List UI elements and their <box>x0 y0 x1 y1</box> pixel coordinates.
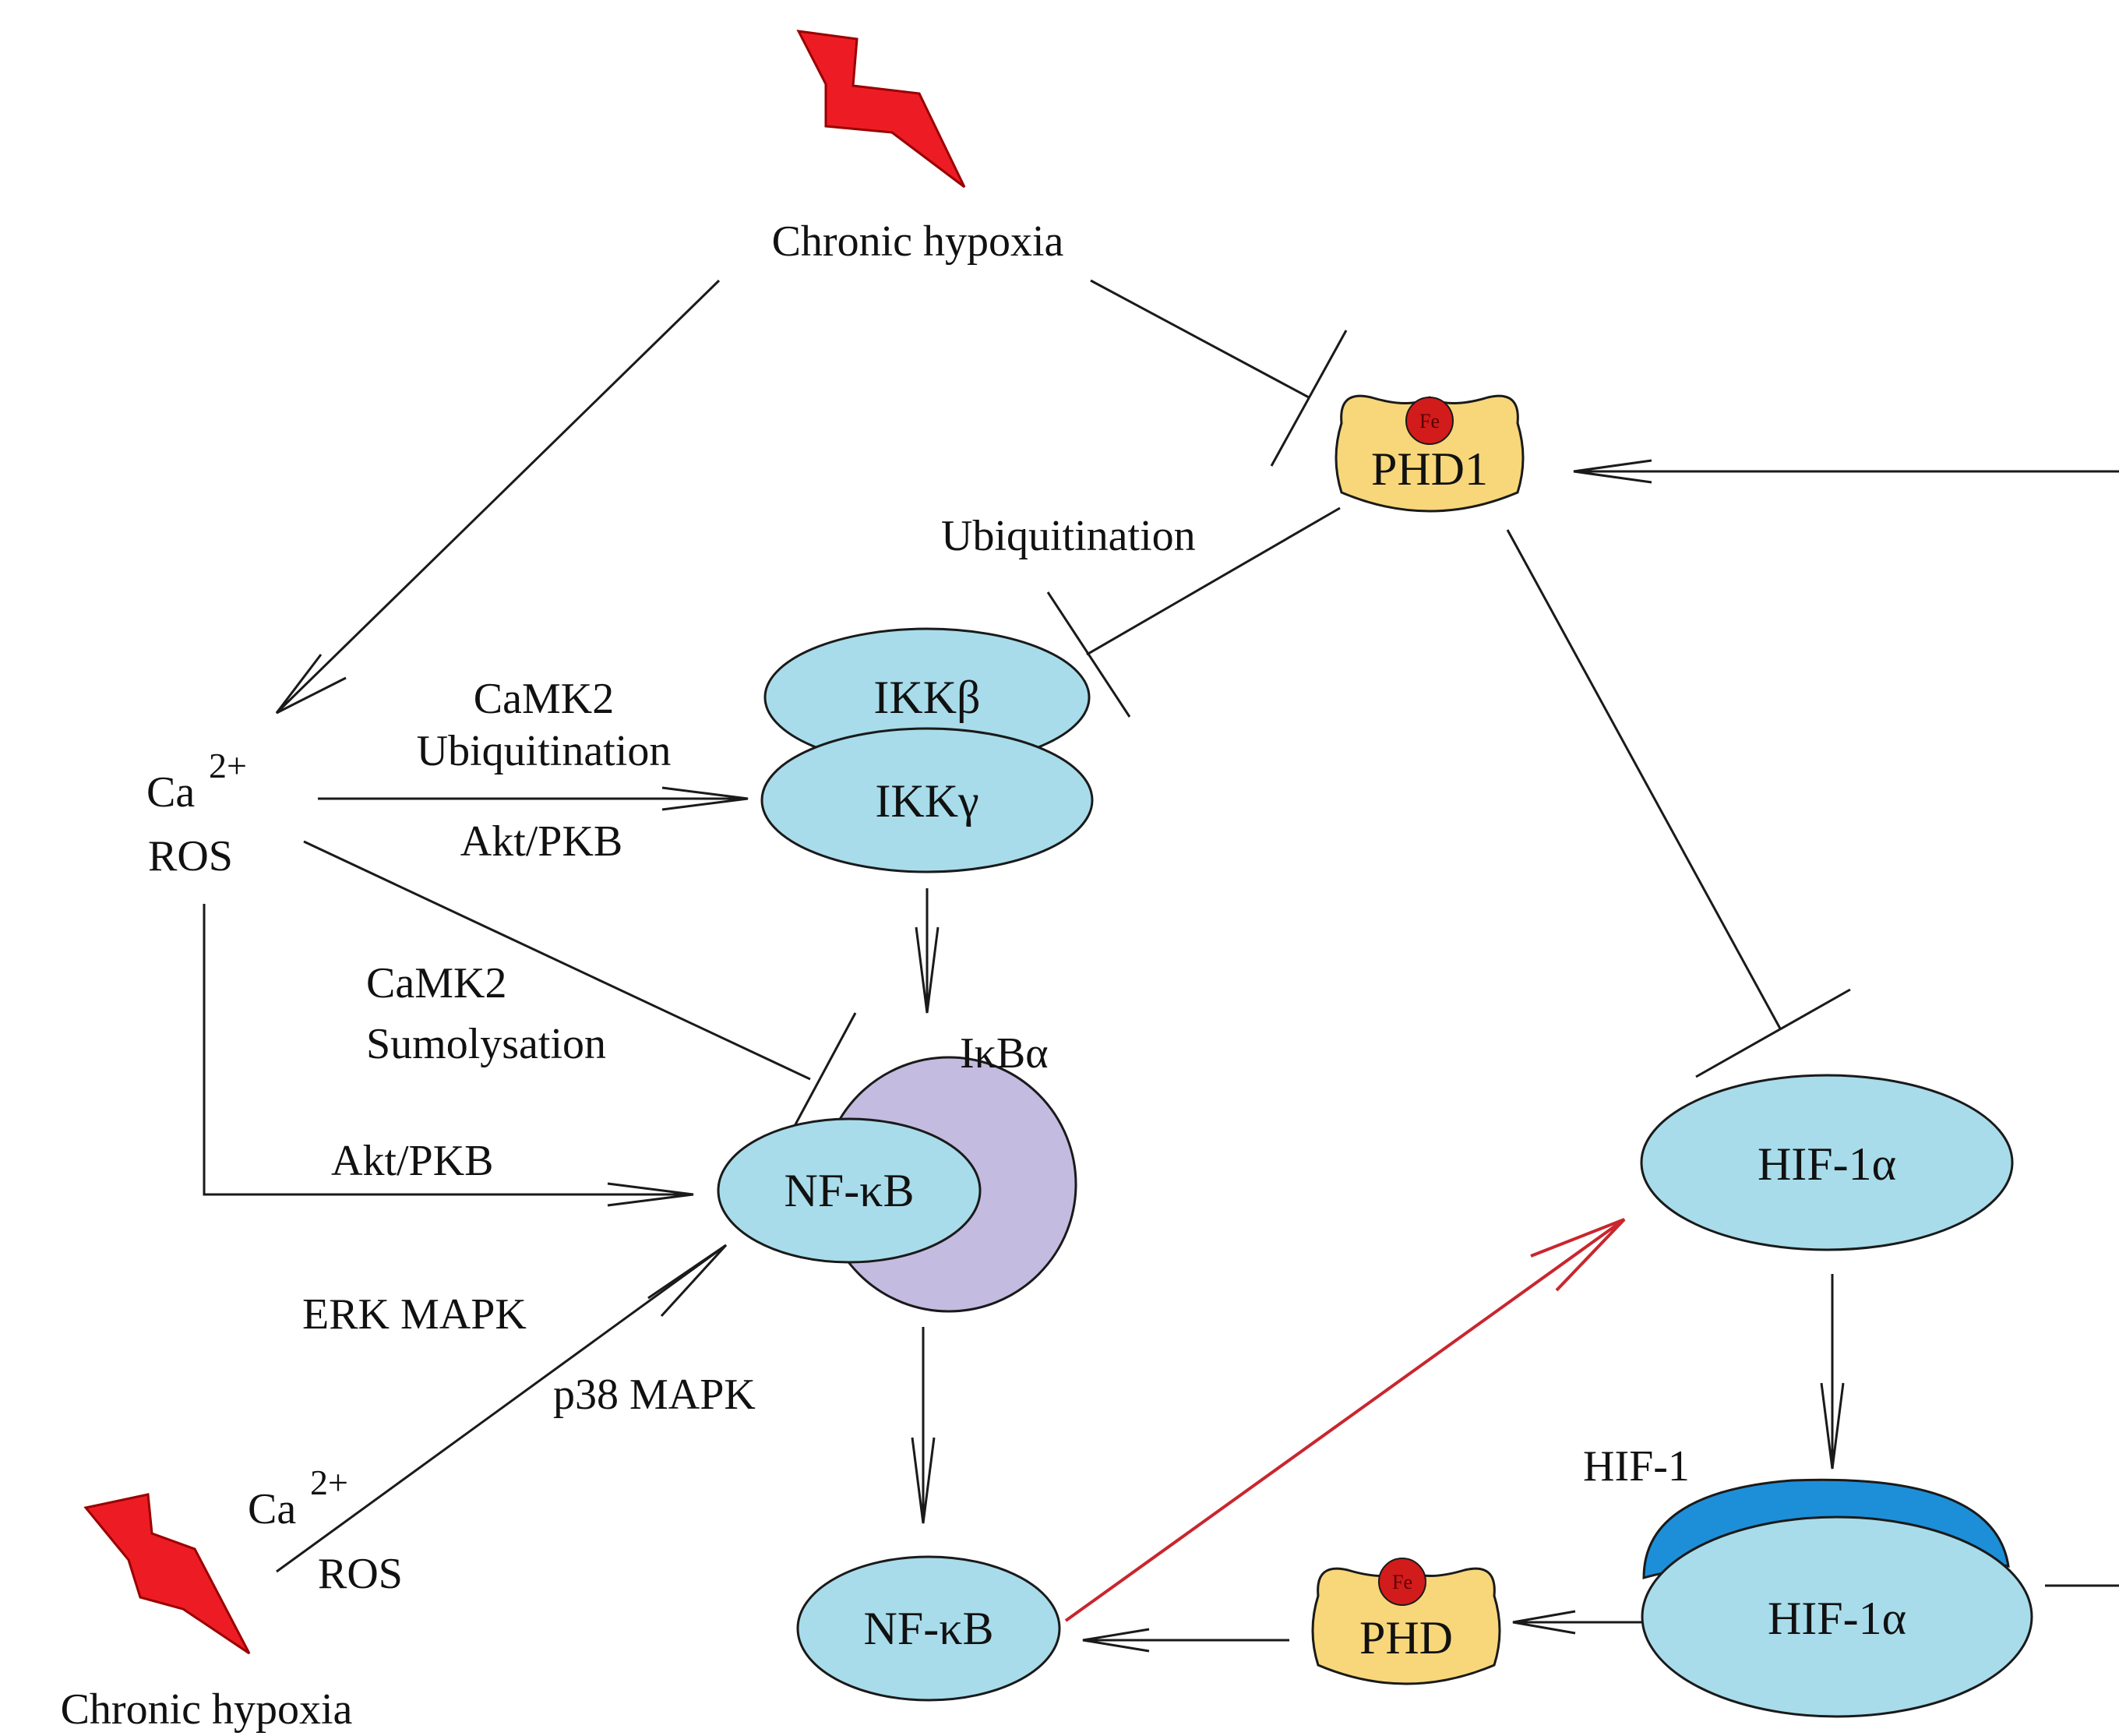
chronic-hypoxia-top-label: Chronic hypoxia <box>772 217 1064 266</box>
arrowhead <box>915 926 940 1014</box>
akt-pkb-top-label: Akt/PKB <box>460 817 623 866</box>
chronic-hypoxia-bottom-label: Chronic hypoxia <box>61 1685 353 1734</box>
nfkb-free-label: NF-κB <box>864 1603 994 1654</box>
hif1a-node <box>1640 1074 2014 1251</box>
ikkg-label: IKKγ <box>875 775 978 827</box>
ca-ros-top: Ca 2+ ROS <box>146 746 247 880</box>
inhibition-bar <box>1046 591 1131 718</box>
camk2-top-label: CaMK2 <box>474 675 614 723</box>
nfkb-complex-label: NF-κB <box>784 1165 915 1216</box>
ikkg-node <box>760 727 1094 873</box>
ca-charge-label: 2+ <box>209 746 247 785</box>
ca-charge-label: 2+ <box>310 1463 348 1502</box>
akt-pkb-bottom-label: Akt/PKB <box>331 1137 494 1185</box>
arrowhead <box>911 1437 936 1524</box>
hif1-complex: HIF-1α <box>1641 1478 2033 1718</box>
iron-cofactor-icon <box>1378 1558 1426 1606</box>
phd1-fe-label: Fe <box>1419 410 1440 432</box>
arrowhead <box>275 654 347 715</box>
ubiquitination-mid-label: Ubiquitination <box>417 727 672 775</box>
arrowhead <box>661 786 749 811</box>
edge-hypoxia-inhibits-phd1 <box>1090 279 1310 399</box>
arrowhead <box>1530 1218 1626 1292</box>
iron-cofactor-icon <box>1405 397 1454 445</box>
ikkb-label: IKKβ <box>873 672 980 723</box>
phd-fe-label: Fe <box>1392 1571 1412 1593</box>
arrowhead <box>647 1244 728 1318</box>
ca-ion-label: Ca <box>146 768 195 817</box>
nfkb-free-node <box>796 1555 1061 1702</box>
phd1-label: PHD1 <box>1371 443 1488 495</box>
edge-ca-ros-to-nfkb-mapk <box>276 1244 727 1573</box>
nfkb-complex-node <box>717 1117 982 1264</box>
arrowhead <box>1512 1610 1576 1635</box>
ros-label: ROS <box>318 1550 403 1598</box>
ikk-complex: IKKβ IKKγ <box>760 627 1094 873</box>
ros-label: ROS <box>148 832 233 880</box>
edge-phd1-inhibits-ikk <box>1086 506 1341 656</box>
arrowhead <box>1573 459 1652 484</box>
phd-label: PHD <box>1359 1612 1453 1664</box>
p38-mapk-label: p38 MAPK <box>553 1371 756 1419</box>
ubiquitination-top-label: Ubiquitination <box>941 512 1196 560</box>
arrowhead <box>1820 1382 1845 1470</box>
lightning-bolt-icon <box>83 1493 251 1655</box>
phd1-enzyme: Fe PHD1 <box>1335 394 1525 513</box>
arrowhead <box>1082 1628 1150 1653</box>
ca-ion-label: Ca <box>248 1485 296 1533</box>
inhibition-bar <box>1270 330 1348 467</box>
inhibition-bar <box>793 1012 857 1127</box>
phd-enzyme: Fe PHD <box>1311 1558 1501 1685</box>
lightning-bolt-icon <box>796 30 966 189</box>
hif1a-complex-label: HIF-1α <box>1768 1593 1906 1644</box>
arrowhead <box>607 1182 694 1207</box>
nfkb-ikba-complex: NF-κB <box>717 1056 1077 1313</box>
camk2-mid-label: CaMK2 <box>366 959 506 1007</box>
edge-hypoxia-to-ca-ros <box>275 279 721 715</box>
edge-nfkb-activates-hif1a <box>1064 1218 1626 1622</box>
hif1a-complex-node <box>1641 1515 2033 1718</box>
inhibition-bar <box>1695 988 1851 1078</box>
edge-ca-ros-to-nfkb-akt <box>203 904 693 1196</box>
hif1a-label: HIF-1α <box>1758 1138 1896 1190</box>
edge-hif1-feedback-to-phd1 <box>1574 470 2119 1587</box>
hif1-label: HIF-1 <box>1583 1442 1690 1491</box>
erk-mapk-label: ERK MAPK <box>302 1290 527 1339</box>
ca-ros-bottom: Ca 2+ ROS <box>248 1463 403 1598</box>
sumolysation-label: Sumolysation <box>366 1020 606 1068</box>
ikba-label: IκBα <box>960 1029 1049 1078</box>
edge-phd1-inhibits-hif1a <box>1506 529 1782 1029</box>
edge-ca-ros-inhibits-nfkb <box>303 840 811 1081</box>
